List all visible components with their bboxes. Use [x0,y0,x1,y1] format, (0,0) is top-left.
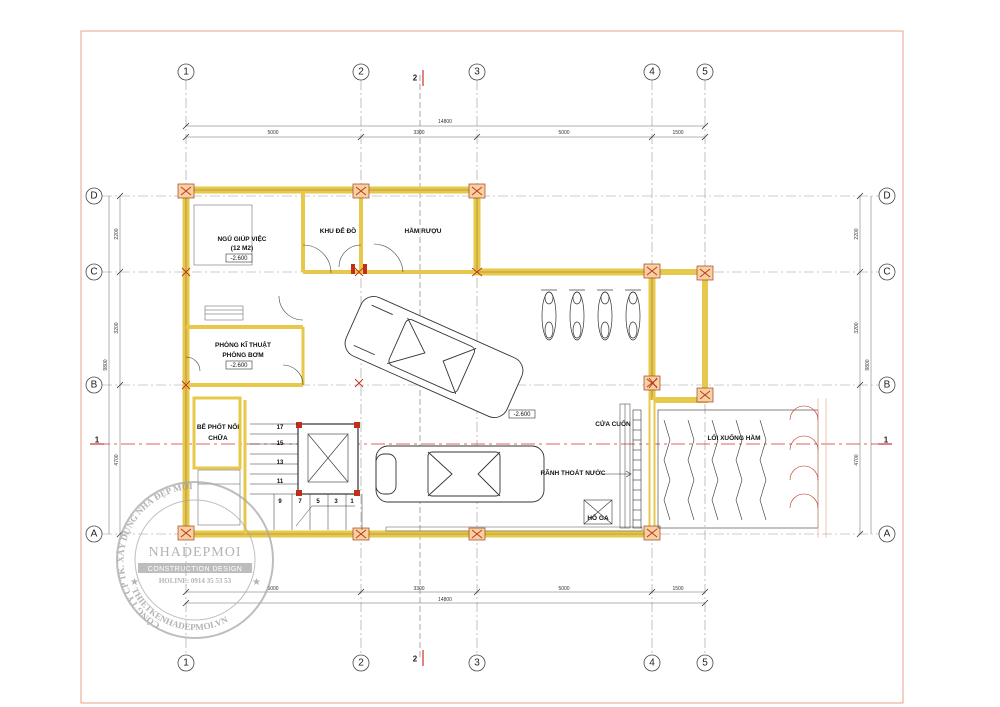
axis-1-bottom: 1 [183,658,189,669]
axis-c-right: C [883,267,890,278]
seal-subtitle: CONSTRUCTION DESIGN [148,566,243,573]
dim-left-seg-3: 4700 [114,454,120,465]
dim-left-seg-1: 2200 [114,228,120,239]
dim-right-seg-3: 4700 [854,454,860,465]
section-1-left: 1 [95,436,100,445]
car-icon [344,296,524,418]
room-label-maid-area: (12 M2) [231,245,253,252]
staircase [250,423,363,530]
company-seal-watermark: CÔNG TY CP TK. XÂY DỰNG NHÀ ĐẸP MỚI THIE… [115,481,274,639]
sheet-frame [80,30,904,704]
dim-top-seg-2: 3300 [413,130,424,136]
dimension-lines [108,125,872,604]
section-2-bottom: 2 [413,655,418,664]
section-1-right: 1 [884,436,889,445]
stair-step-7: 7 [298,499,302,505]
axis-5-top: 5 [702,67,708,78]
room-label-wine-cellar: HẦM RƯỢU [405,225,442,235]
room-label-fire-tank: BỂ PHỐT NỔI [197,421,239,431]
dim-bottom-seg-1: 5000 [267,586,278,592]
axis-a-right: A [884,529,891,540]
axis-a-left: A [91,529,98,540]
axis-b-right: B [884,380,891,391]
axis-1-top: 1 [183,67,189,78]
seal-star-right: ★ [252,577,261,588]
car-icon [375,445,545,503]
doors [185,243,404,386]
dim-right-seg-2: 3200 [854,322,860,333]
columns [177,183,714,541]
room-label-maid: NGỦ GIÚP VIỆC [217,234,266,243]
dim-bottom-seg-3: 5000 [558,586,569,592]
level-tech: -2.600 [230,363,248,369]
stair-step-11: 11 [277,479,284,485]
seal-star-left: ★ [130,577,139,588]
seal-hotline: HOLINE: 0914 35 53 53 [159,577,232,585]
stair-step-5: 5 [316,499,320,505]
dim-bottom-seg-2: 3300 [413,586,424,592]
dim-top-seg-1: 5000 [267,130,278,136]
dim-left-total: 9800 [103,359,109,370]
room-label-fire-tank-2: CHỮA [208,433,228,442]
axis-3-bottom: 3 [474,658,480,669]
stair-step-3: 3 [334,499,338,505]
stair-step-1: 1 [350,499,354,505]
axis-5-bottom: 5 [702,658,708,669]
dim-top-seg-4: 1500 [672,130,683,136]
dim-bottom-seg-4: 1500 [672,586,683,592]
level-maid: -2.600 [230,256,248,262]
axis-4-bottom: 4 [649,658,655,669]
level-garage: -2.600 [513,412,531,418]
axis-bubbles [85,63,896,672]
manhole-icon [583,499,613,525]
dim-top-seg-3: 5000 [558,130,569,136]
axis-d-left: D [90,191,97,202]
axis-c-left: C [90,267,97,278]
axis-3-top: 3 [474,67,480,78]
dim-right-seg-1: 2200 [854,228,860,239]
dim-bottom-total: 14800 [438,597,452,603]
stair-step-13: 13 [277,460,284,466]
dim-right-total: 9800 [865,359,871,370]
label-roller-door: CỬA CUỐN [595,418,631,428]
stair-step-17: 17 [277,425,284,431]
stair-step-15: 15 [277,441,284,447]
dim-top-total: 14800 [438,119,452,125]
basement-ramp [600,398,827,538]
axis-b-left: B [91,380,98,391]
room-label-storage: KHU ĐỂ ĐỒ [320,225,356,235]
label-ramp: LỐI XUỐNG HẦM [707,432,760,442]
room-label-pump: PHÒNG BƠM [222,350,263,359]
axis-2-bottom: 2 [358,658,364,669]
dim-left-seg-2: 3200 [114,322,120,333]
label-manhole: HỐ GA [587,512,609,522]
room-label-tech: PHÒNG KĨ THUẬT [215,340,271,349]
seal-brand: NHADEPMOI [149,545,242,560]
axis-d-right: D [883,191,890,202]
axis-2-top: 2 [358,67,364,78]
label-drain: RÃNH THOÁT NƯỚC [540,468,605,477]
stair-step-9: 9 [278,499,282,505]
motorbike-icon [541,289,641,341]
section-2-top: 2 [413,74,418,83]
axis-4-top: 4 [649,67,655,78]
elevator-shaft [296,422,360,496]
